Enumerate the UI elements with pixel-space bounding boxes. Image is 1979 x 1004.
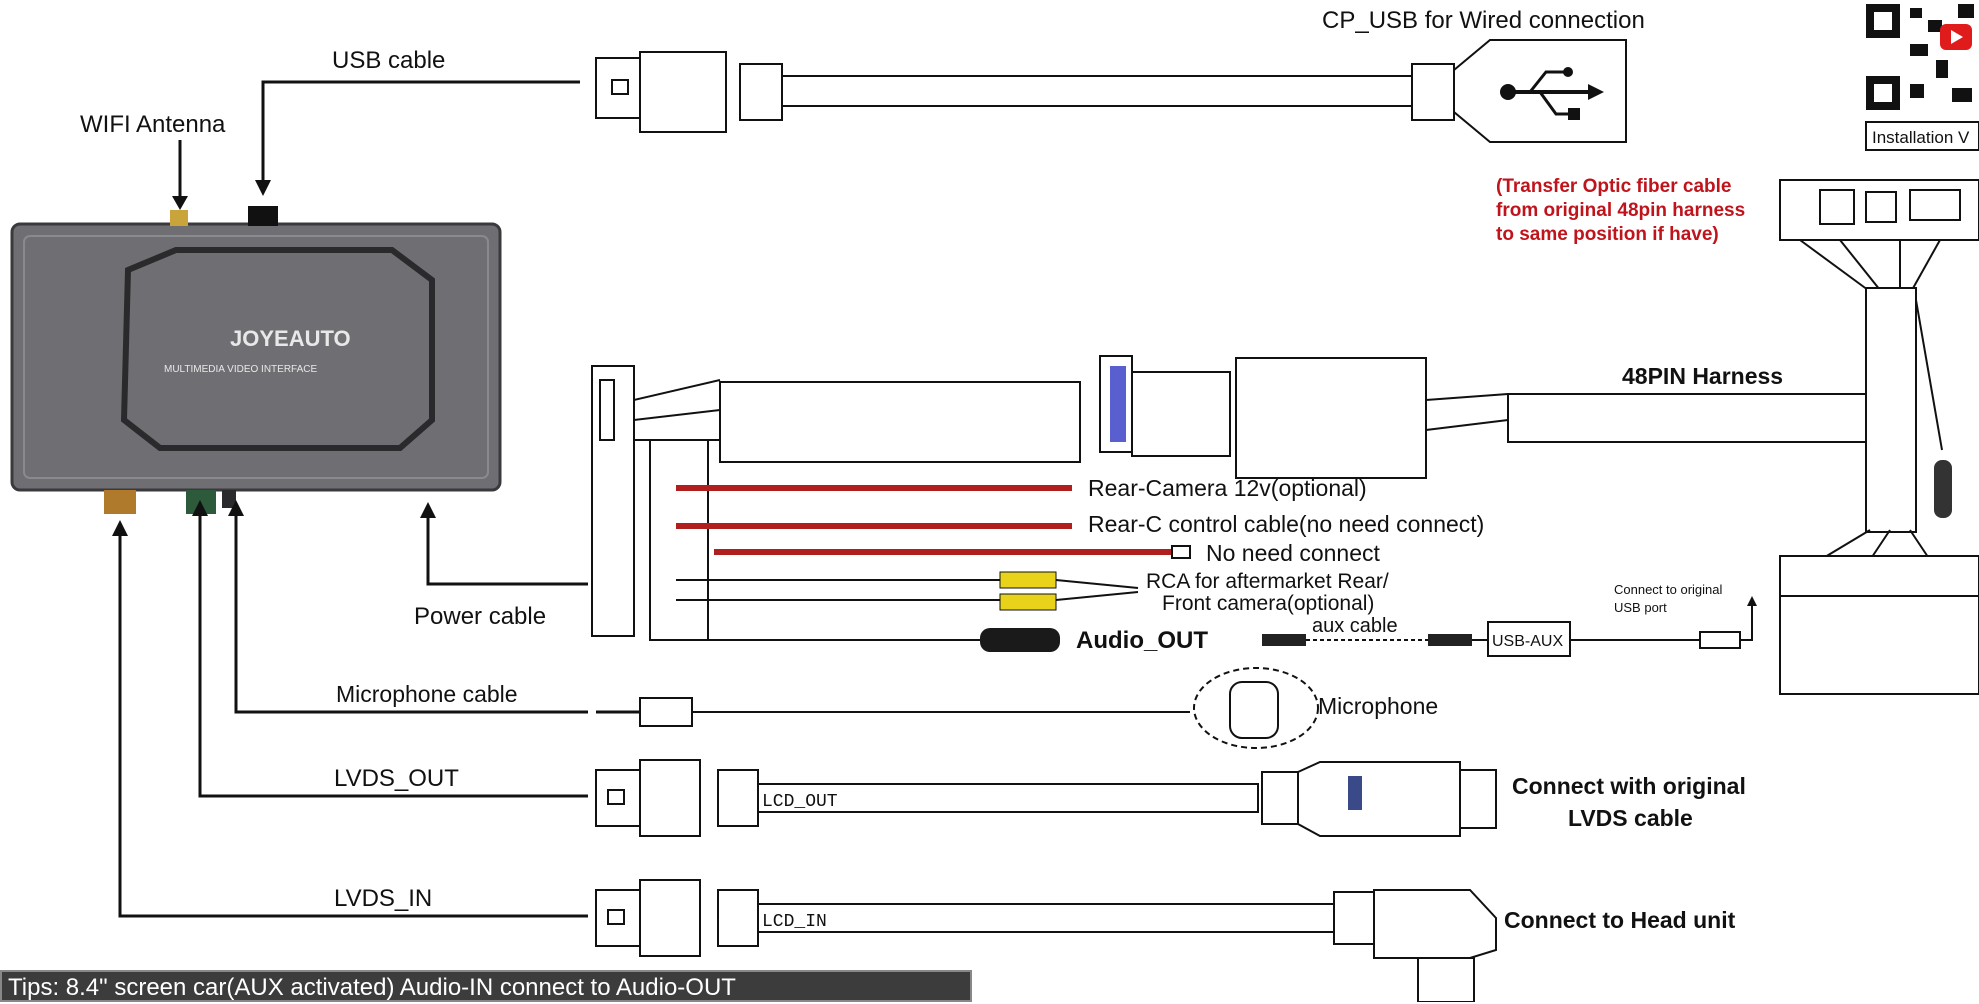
power-cable-label: Power cable [414, 603, 546, 630]
lvds-in-label: LVDS_IN [334, 885, 432, 912]
wifi-port [170, 210, 188, 226]
rear-camera-12v-label: Rear-Camera 12v(optional) [1088, 475, 1367, 501]
connect-original-usb-line1: Connect to original [1614, 582, 1723, 597]
device-brand: JOYEAUTO [230, 326, 351, 351]
qr-code-icon [1860, 0, 1979, 112]
connect-original-usb-line2: USB port [1614, 600, 1667, 615]
harness-48pin-label: 48PIN Harness [1622, 363, 1783, 389]
lvds-out-label: LVDS_OUT [334, 765, 459, 792]
microphone-cable [228, 500, 1190, 727]
transfer-note-line2: from original 48pin harness [1496, 200, 1745, 221]
lvds-in-cable [112, 520, 1497, 1002]
usb-icon [1500, 67, 1604, 120]
connect-head-label: Connect to Head unit [1504, 907, 1736, 933]
microphone-label: Microphone [1318, 693, 1438, 719]
power-cable-arrow [420, 502, 588, 586]
no-need-connect-label: No need connect [1206, 540, 1381, 566]
cp-usb-label: CP_USB for Wired connection [1322, 7, 1645, 34]
harness-48pin [591, 355, 1867, 641]
usb-port [248, 206, 278, 226]
transfer-note-line1: (Transfer Optic fiber cable [1496, 176, 1731, 197]
youtube-icon [1940, 24, 1972, 50]
rear-c-control-label: Rear-C control cable(no need connect) [1088, 511, 1484, 537]
microphone-icon [1193, 667, 1319, 749]
aux-cable-label: aux cable [1312, 615, 1398, 637]
rca-label-line1: RCA for aftermarket Rear/ [1146, 570, 1389, 593]
lcd-in-label: LCD_IN [762, 912, 827, 932]
original-connector-top [1779, 179, 1979, 695]
tips-banner: Tips: 8.4" screen car(AUX activated) Aud… [0, 970, 972, 1002]
connect-lvds-line1: Connect with original [1512, 773, 1746, 799]
usb-cable-arrow [255, 80, 580, 196]
wifi-antenna-label: WIFI Antenna [80, 111, 226, 138]
usb-aux-label: USB-AUX [1492, 633, 1563, 650]
installation-label: Installation V [1872, 128, 1970, 147]
wifi-antenna-arrow [172, 140, 188, 210]
lvds-out-cable [192, 500, 1497, 837]
lvds-in-port [104, 490, 136, 514]
rca-cables [676, 571, 1139, 611]
microphone-cable-label: Microphone cable [336, 681, 518, 707]
lcd-out-label: LCD_OUT [762, 792, 838, 812]
cp-usb-cable [595, 39, 1627, 143]
device-subtitle: MULTIMEDIA VIDEO INTERFACE [164, 364, 317, 375]
audio-out-label: Audio_OUT [1076, 627, 1208, 654]
interface-device: JOYEAUTO MULTIMEDIA VIDEO INTERFACE [10, 206, 502, 514]
rca-label-line2: Front camera(optional) [1162, 592, 1374, 615]
mic-port [222, 490, 236, 508]
usb-cable-label: USB cable [332, 47, 445, 74]
audio-out-cable [676, 596, 1757, 657]
transfer-note-line3: to same position if have) [1496, 224, 1719, 245]
connect-lvds-line2: LVDS cable [1568, 805, 1693, 831]
